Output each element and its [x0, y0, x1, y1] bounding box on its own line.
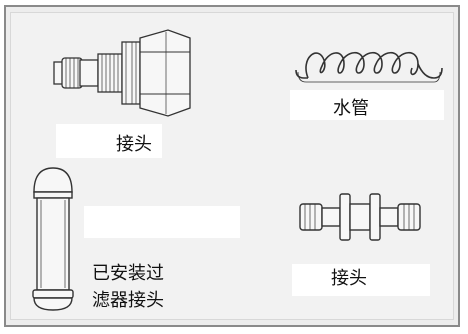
filter-connector-label-line1: 已安装过 — [92, 263, 164, 284]
label-box-water-pipe — [290, 90, 444, 120]
filter-cartridge-icon — [32, 167, 74, 311]
connector-fitting-icon — [53, 29, 191, 117]
coiled-tube-icon — [295, 51, 443, 83]
filter-connector-label-line2: 滤器接头 — [92, 290, 164, 311]
label-box-connector-bottom — [292, 264, 430, 296]
label-box-connector-top — [56, 124, 162, 158]
connector-top-label: 接头 — [116, 134, 152, 155]
connector-bottom-label: 接头 — [331, 268, 367, 289]
straight-union-icon — [299, 193, 421, 241]
water-pipe-label: 水管 — [333, 98, 369, 119]
label-box-filter-connector — [84, 206, 240, 238]
